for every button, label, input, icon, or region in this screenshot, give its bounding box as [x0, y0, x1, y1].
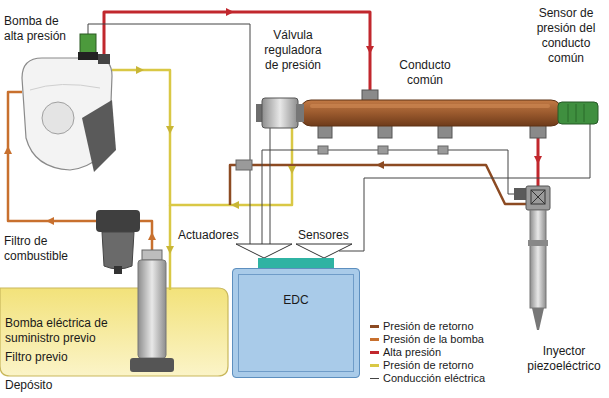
valve-nut [296, 104, 304, 122]
flow-arrow [231, 201, 239, 209]
injector-symbol [531, 190, 545, 204]
output-funnel [236, 244, 292, 258]
electric-wire [339, 124, 590, 251]
flow-arrows [4, 8, 542, 254]
legend-swatch [370, 325, 379, 328]
flow-arrow [534, 156, 542, 164]
filter-cap [96, 210, 140, 232]
pump-cylinder [138, 260, 166, 358]
rail-fitting [438, 125, 452, 138]
rail-fitting [530, 125, 546, 138]
signal-label: Actuadores [178, 228, 248, 243]
tank-outline [0, 288, 228, 376]
pump-bracket [82, 100, 116, 172]
pump-valve [78, 52, 98, 60]
electric-supply-pump [130, 250, 174, 372]
flow-arrow [46, 217, 54, 225]
common-rail [300, 90, 598, 138]
part-label: Filtro previo [5, 350, 117, 365]
ecu-connectors [236, 244, 352, 268]
flow-arrow [376, 161, 384, 169]
line-sample [370, 378, 379, 379]
part-label: Válvula reguladora de presión [258, 28, 328, 73]
legend-text: Presión de la bomba [383, 333, 484, 346]
wire-fittings [236, 146, 448, 170]
legend-text: Presión de retorno [383, 359, 474, 372]
pump-outlet [98, 54, 110, 64]
legend-text: Alta presión [383, 346, 441, 359]
line-fitting [438, 146, 448, 154]
injector-head [526, 186, 550, 210]
injector-band [528, 240, 548, 246]
flow-arrow [136, 66, 144, 74]
rail-tube [300, 100, 562, 126]
legend-text: Conducción eléctrica [383, 372, 485, 385]
injector-plug [514, 188, 526, 200]
pump-flange [42, 102, 74, 134]
input-funnel [296, 244, 352, 258]
high-pressure-pump [22, 34, 116, 172]
flow-arrow [226, 8, 234, 16]
unit-label: EDC [283, 293, 308, 308]
valve-body [262, 98, 298, 128]
legend-swatch [370, 338, 379, 341]
line-fitting [236, 160, 252, 170]
flow-arrow [166, 126, 174, 134]
part-label: Bomba eléctrica de suministro previo [5, 316, 119, 346]
flow-arrow [288, 166, 296, 174]
ecu-plug [258, 258, 334, 268]
flow-arrow [166, 246, 174, 254]
line-fitting [378, 146, 388, 154]
part-label: Sensor de presión del conducto común [530, 6, 602, 66]
electric-wire [262, 150, 514, 244]
return-line [230, 165, 526, 205]
flow-arrow [4, 146, 12, 154]
signal-label: Sensores [298, 228, 358, 243]
rail-fitting [318, 125, 332, 138]
part-label: Filtro de combustible [4, 234, 92, 264]
line-fitting [318, 146, 328, 154]
pump-head [142, 250, 162, 260]
flow-arrow [148, 232, 156, 240]
pressure-valve [256, 98, 304, 128]
control-unit-box: EDC [232, 268, 360, 378]
pump-pressure-line [140, 221, 152, 250]
rail-fitting [378, 125, 392, 138]
piezo-injector [514, 186, 550, 330]
rail-fitting [362, 90, 378, 101]
filter-drain [114, 266, 122, 274]
rail-highlight [310, 104, 550, 108]
strainer [130, 358, 174, 372]
part-label: Conducto común [390, 58, 460, 88]
filter-body [102, 232, 134, 269]
flow-arrow [366, 46, 374, 54]
return-line [112, 70, 292, 205]
part-label: Bomba de alta presión [4, 14, 76, 44]
tank-label: Depósito [5, 378, 115, 393]
pump-shading [30, 84, 100, 90]
injector-body [530, 210, 546, 308]
fuel-tank: Bomba eléctrica de suministro previoFilt… [0, 288, 228, 376]
legend-swatch [370, 351, 379, 354]
legend-text: Presión de retorno [383, 320, 474, 333]
pressure-sensor [558, 102, 598, 124]
injector-symbol [531, 190, 545, 204]
part-label: Inyector piezoeléctrico [522, 344, 606, 374]
fuel-filter [96, 210, 140, 274]
electric-wire [270, 128, 271, 244]
sensor-ribs [568, 104, 584, 122]
legend-swatch [370, 364, 379, 367]
injector-nozzle [532, 308, 544, 330]
